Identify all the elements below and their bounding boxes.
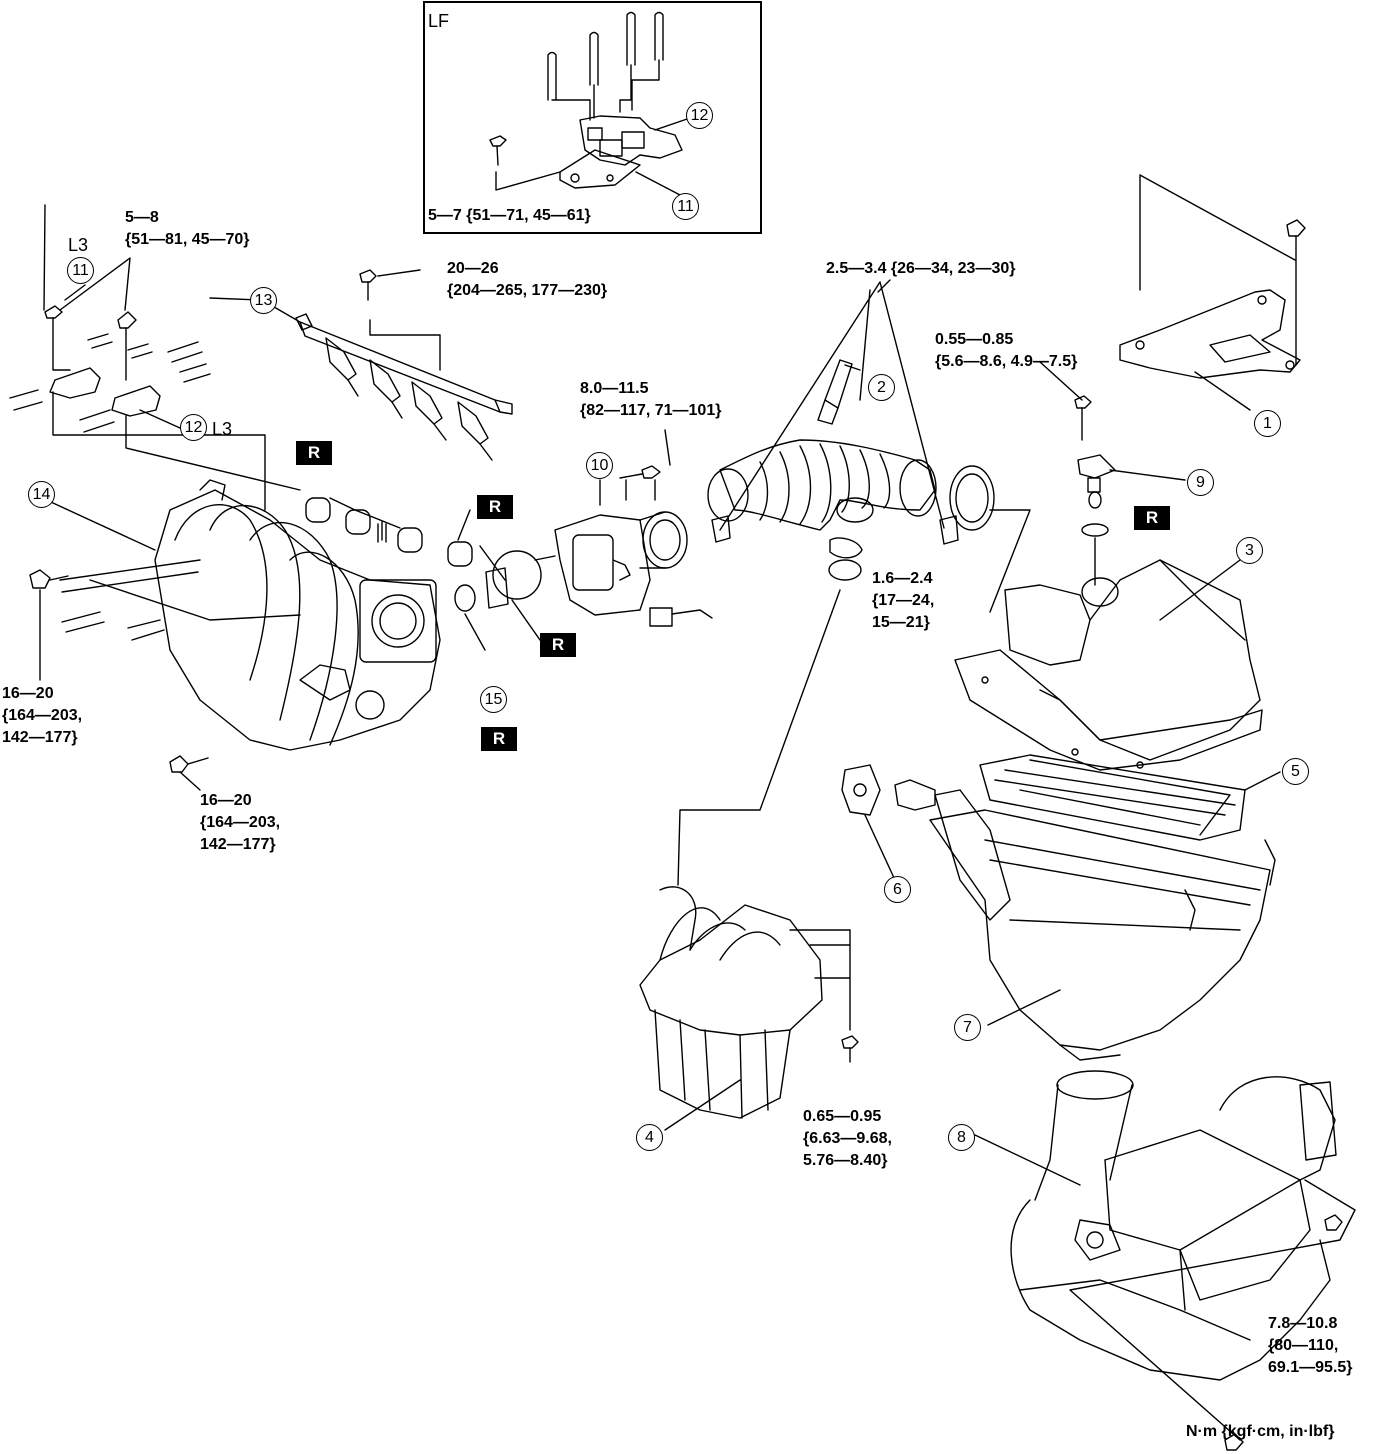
torque-resonator-screw: 0.65—0.95 {6.63—9.68, 5.76—8.40} — [803, 1108, 892, 1169]
replace-marker: R — [1134, 506, 1170, 530]
torque-inset-bolt: 5—7 {51—71, 45—61} — [428, 207, 591, 224]
air-temp-sensor — [1039, 361, 1186, 586]
callout-5: 5 — [1282, 758, 1309, 785]
leader-lines — [39, 204, 601, 681]
callout-9: 9 — [1187, 469, 1214, 496]
replace-marker: R — [481, 727, 517, 751]
variant-label-l3: L3 — [68, 235, 89, 255]
callout-6: 6 — [884, 876, 911, 903]
callout-11: 11 — [67, 257, 94, 284]
torque-hose-clamps: 2.5—3.4 {26—34, 23—30} — [826, 260, 1016, 277]
callout-14: 14 — [28, 481, 55, 508]
callout-12: 12 — [686, 102, 713, 129]
variant-label-l3: L3 — [212, 419, 233, 439]
throttle-body — [534, 429, 713, 627]
l3-solenoid-assembly — [9, 305, 301, 511]
intake-manifold — [29, 479, 441, 791]
torque-bracket-screw: 0.55—0.85 {5.6—8.6, 4.9—7.5} — [935, 331, 1078, 370]
inset-solenoid-assembly — [489, 11, 691, 196]
replace-marker: R — [296, 441, 332, 465]
replace-marker: R — [540, 633, 576, 657]
torque-manifold-bottom: 16—20 {164—203, 142—177} — [200, 792, 281, 853]
air-intake-hose — [677, 279, 1031, 886]
callout-7: 7 — [954, 1014, 981, 1041]
air-cleaner-case — [841, 764, 1276, 1061]
inset-frame — [423, 1, 762, 234]
units-note: N·m {kgf·cm, in·lbf} — [1186, 1423, 1335, 1440]
replace-marker: R — [477, 495, 513, 519]
callout-1: 1 — [1254, 410, 1281, 437]
torque-manifold-side: 16—20 {164—203, 142—177} — [2, 685, 83, 746]
air-cleaner-cover — [954, 559, 1263, 771]
torque-throttle-body: 8.0—11.5 {82—117, 71—101} — [580, 380, 722, 419]
resonator — [639, 886, 859, 1131]
callout-8: 8 — [948, 1124, 975, 1151]
callout-10: 10 — [586, 452, 613, 479]
callout-13: 13 — [250, 287, 277, 314]
callout-2: 2 — [868, 374, 895, 401]
torque-case-bolts: 7.8—10.8 {80—110, 69.1—95.5} — [1268, 1315, 1353, 1376]
torque-resonator-clamp: 1.6—2.4 {17—24, 15—21} — [872, 570, 935, 631]
lower-air-duct — [974, 1070, 1356, 1451]
torque-l3-bolts: 5—8 {51—81, 45—70} — [125, 209, 250, 248]
callout-12: 12 — [180, 414, 207, 441]
callout-4: 4 — [636, 1124, 663, 1151]
callout-11: 11 — [672, 193, 699, 220]
manifold-gaskets — [305, 497, 542, 651]
inset-label: LF — [428, 11, 450, 31]
bracket — [1119, 174, 1306, 411]
callout-15: 15 — [480, 686, 507, 713]
callout-3: 3 — [1236, 537, 1263, 564]
torque-fuel-rail: 20—26 {204—265, 177—230} — [447, 260, 608, 299]
air-filter-element — [979, 754, 1281, 841]
